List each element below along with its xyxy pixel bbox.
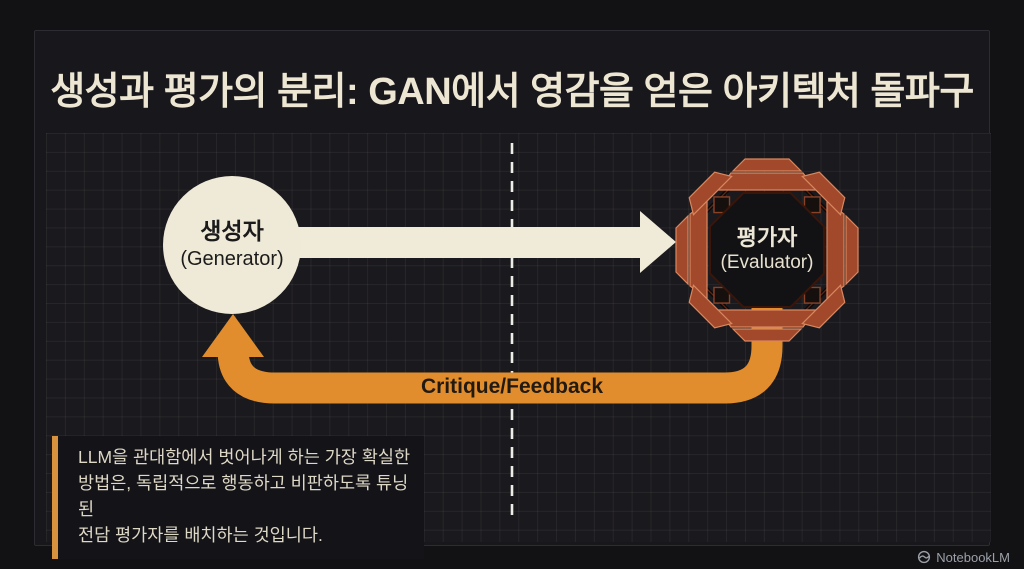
evaluator-plate-top: [716, 158, 818, 191]
quote-accent-bar: [52, 436, 58, 559]
evaluator-center: [709, 192, 825, 308]
evaluator-node: [675, 158, 859, 342]
notebooklm-logo-icon: [918, 550, 931, 564]
generator-to-evaluator-arrow: [292, 211, 676, 273]
generator-label-ko: 생성자: [200, 218, 264, 245]
page-title: 생성과 평가의 분리: GAN에서 영감을 얻은 아키텍처 돌파구: [50, 71, 974, 113]
evaluator-corner-sw: [688, 284, 733, 329]
quote-line-1: LLM을 관대함에서 벗어나게 하는 가장 확실한: [78, 447, 411, 467]
forward-arrowhead: [640, 211, 676, 273]
brand-name: NotebookLM: [936, 549, 1010, 565]
generator-label-en: (Generator): [180, 247, 284, 270]
dashed-divider-line: [510, 143, 514, 523]
quote-line-2: 방법은, 독립적으로 행동하고 비판하도록 튜닝된: [78, 472, 409, 519]
quote-line-3: 전담 평가자를 배치하는 것입니다.: [78, 524, 323, 545]
quote-text: LLM을 관대함에서 벗어나게 하는 가장 확실한 방법은, 독립적으로 행동하…: [58, 436, 424, 559]
quote-block: LLM을 관대함에서 벗어나게 하는 가장 확실한 방법은, 독립적으로 행동하…: [52, 436, 424, 559]
generator-node: 생성자 (Generator): [163, 176, 301, 314]
feedback-label: Critique/Feedback: [420, 375, 604, 398]
evaluator-plate-bottom: [716, 309, 818, 342]
evaluator-corner-nw: [688, 171, 733, 216]
footer-brand: NotebookLM: [917, 548, 1010, 566]
evaluator-corner-se: [801, 284, 846, 329]
feedback-arrow: [202, 298, 783, 404]
feedback-arrowhead: [202, 314, 264, 357]
evaluator-plate-left: [675, 199, 708, 301]
evaluator-plate-right: [826, 199, 859, 301]
evaluator-corner-ne: [801, 171, 846, 216]
